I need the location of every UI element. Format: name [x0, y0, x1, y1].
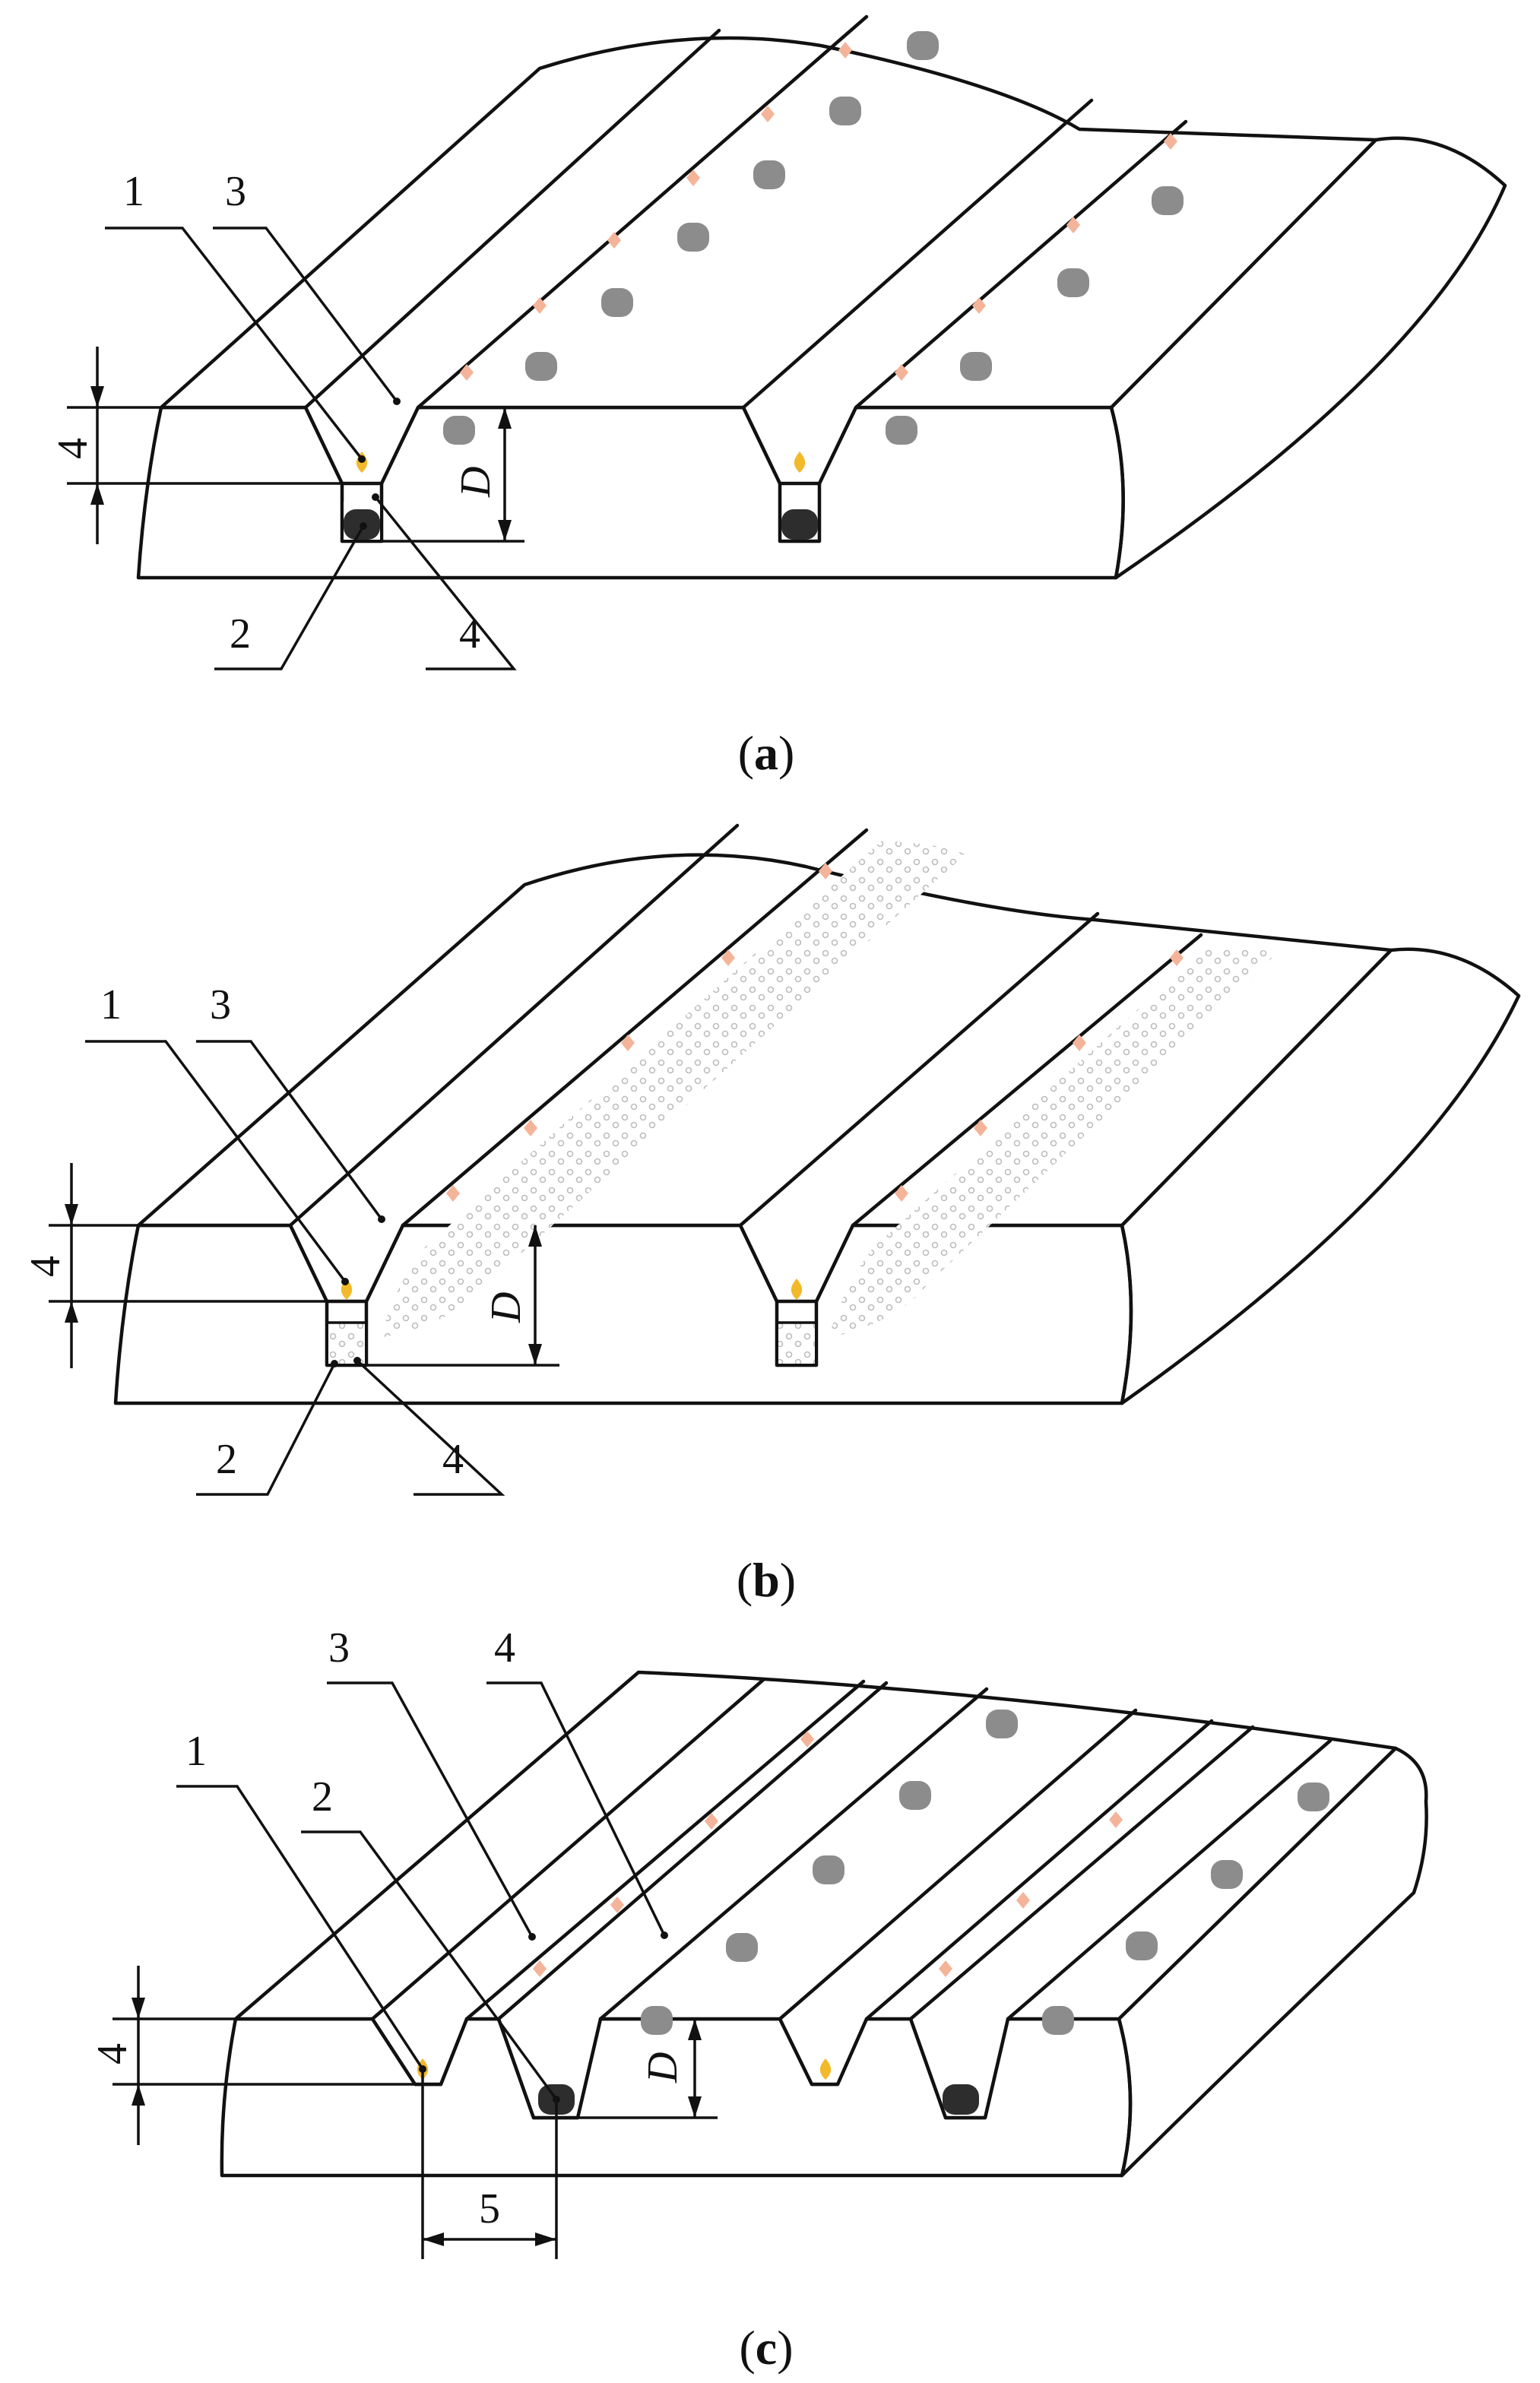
panel-a-side-face: [1109, 136, 1507, 580]
panel-a-label-4: 4: [459, 610, 480, 658]
panel-a-caption: (a): [738, 726, 795, 780]
panel-a-label-2: 2: [230, 610, 251, 658]
panel-c-label-4: 4: [494, 1624, 515, 1672]
panel-a-label-3: 3: [225, 168, 246, 215]
panel-b-label-3: 3: [210, 981, 231, 1028]
panel-b: 1 3 2 4 4 D (b): [22, 823, 1521, 1607]
panel-c-side-face: [1117, 1746, 1428, 2178]
panel-b-front-face: [113, 1223, 1133, 1405]
panel-b-label-1: 1: [100, 981, 122, 1028]
panel-b-seed-band-2: [829, 946, 1277, 1338]
panel-b-dim-d: D: [483, 1292, 530, 1323]
panel-a-dim-d: D: [452, 467, 499, 498]
panel-b-label-4: 4: [442, 1436, 464, 1483]
panel-c-label-3: 3: [328, 1624, 350, 1672]
panel-b-seed-band-1: [380, 841, 965, 1338]
panel-a-dim-left: 4: [49, 438, 97, 459]
panel-b-top-surface: [136, 853, 1393, 1304]
panel-a-front-face: [136, 405, 1125, 580]
panel-a-top-surface: [159, 36, 1378, 486]
panel-b-label-2: 2: [216, 1436, 237, 1483]
panel-c-dim-bottom: 5: [479, 2185, 500, 2232]
panel-b-caption: (b): [737, 1553, 796, 1607]
panel-b-dim-left: 4: [22, 1256, 69, 1277]
panel-c-label-1: 1: [185, 1728, 207, 1775]
panel-a-label-1: 1: [123, 168, 144, 215]
panel-c-caption: (c): [739, 2321, 793, 2375]
panel-b-side-face: [1120, 947, 1521, 1405]
panel-c: 1 2 3 4 4 D 5 (c): [89, 1624, 1428, 2375]
panel-c-label-2: 2: [312, 1773, 333, 1821]
panel-c-dim-d: D: [639, 2052, 686, 2084]
panel-a: 1 3 2 4 4 D (a): [49, 14, 1507, 780]
panel-c-dim-left: 4: [89, 2043, 136, 2065]
